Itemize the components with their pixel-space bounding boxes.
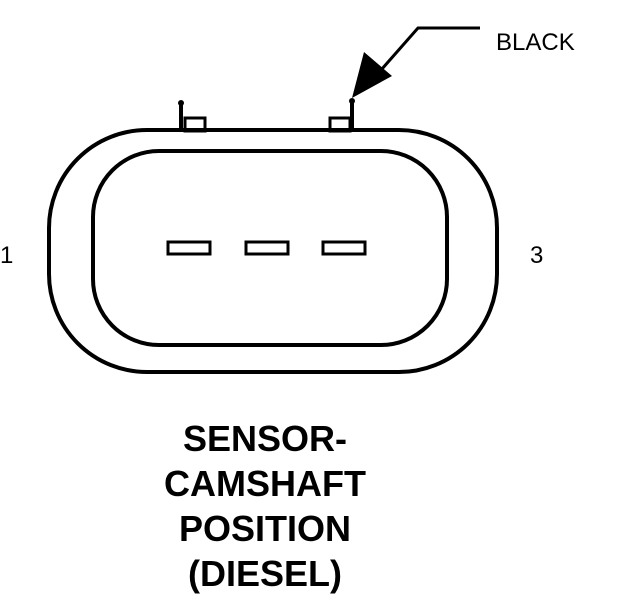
terminal-slot — [166, 240, 212, 256]
locking-tab-left — [178, 100, 207, 133]
locking-tab-right — [328, 98, 355, 133]
terminal-slot — [244, 240, 290, 256]
connector-caption: SENSOR- CAMSHAFT POSITION (DIESEL) — [130, 416, 400, 596]
terminal-slot — [321, 240, 367, 256]
color-leader-arrow — [352, 26, 480, 98]
pin-number-left: 1 — [0, 242, 14, 269]
caption-line: POSITION — [178, 508, 352, 549]
caption-line: SENSOR- — [182, 418, 348, 459]
caption-line: CAMSHAFT — [164, 463, 366, 504]
connector-outer-housing — [47, 128, 499, 374]
connector-inner-cavity — [91, 149, 449, 347]
pin-number-right: 3 — [530, 242, 544, 269]
caption-line: (DIESEL) — [187, 553, 342, 594]
wire-color-label: BLACK — [496, 29, 575, 56]
